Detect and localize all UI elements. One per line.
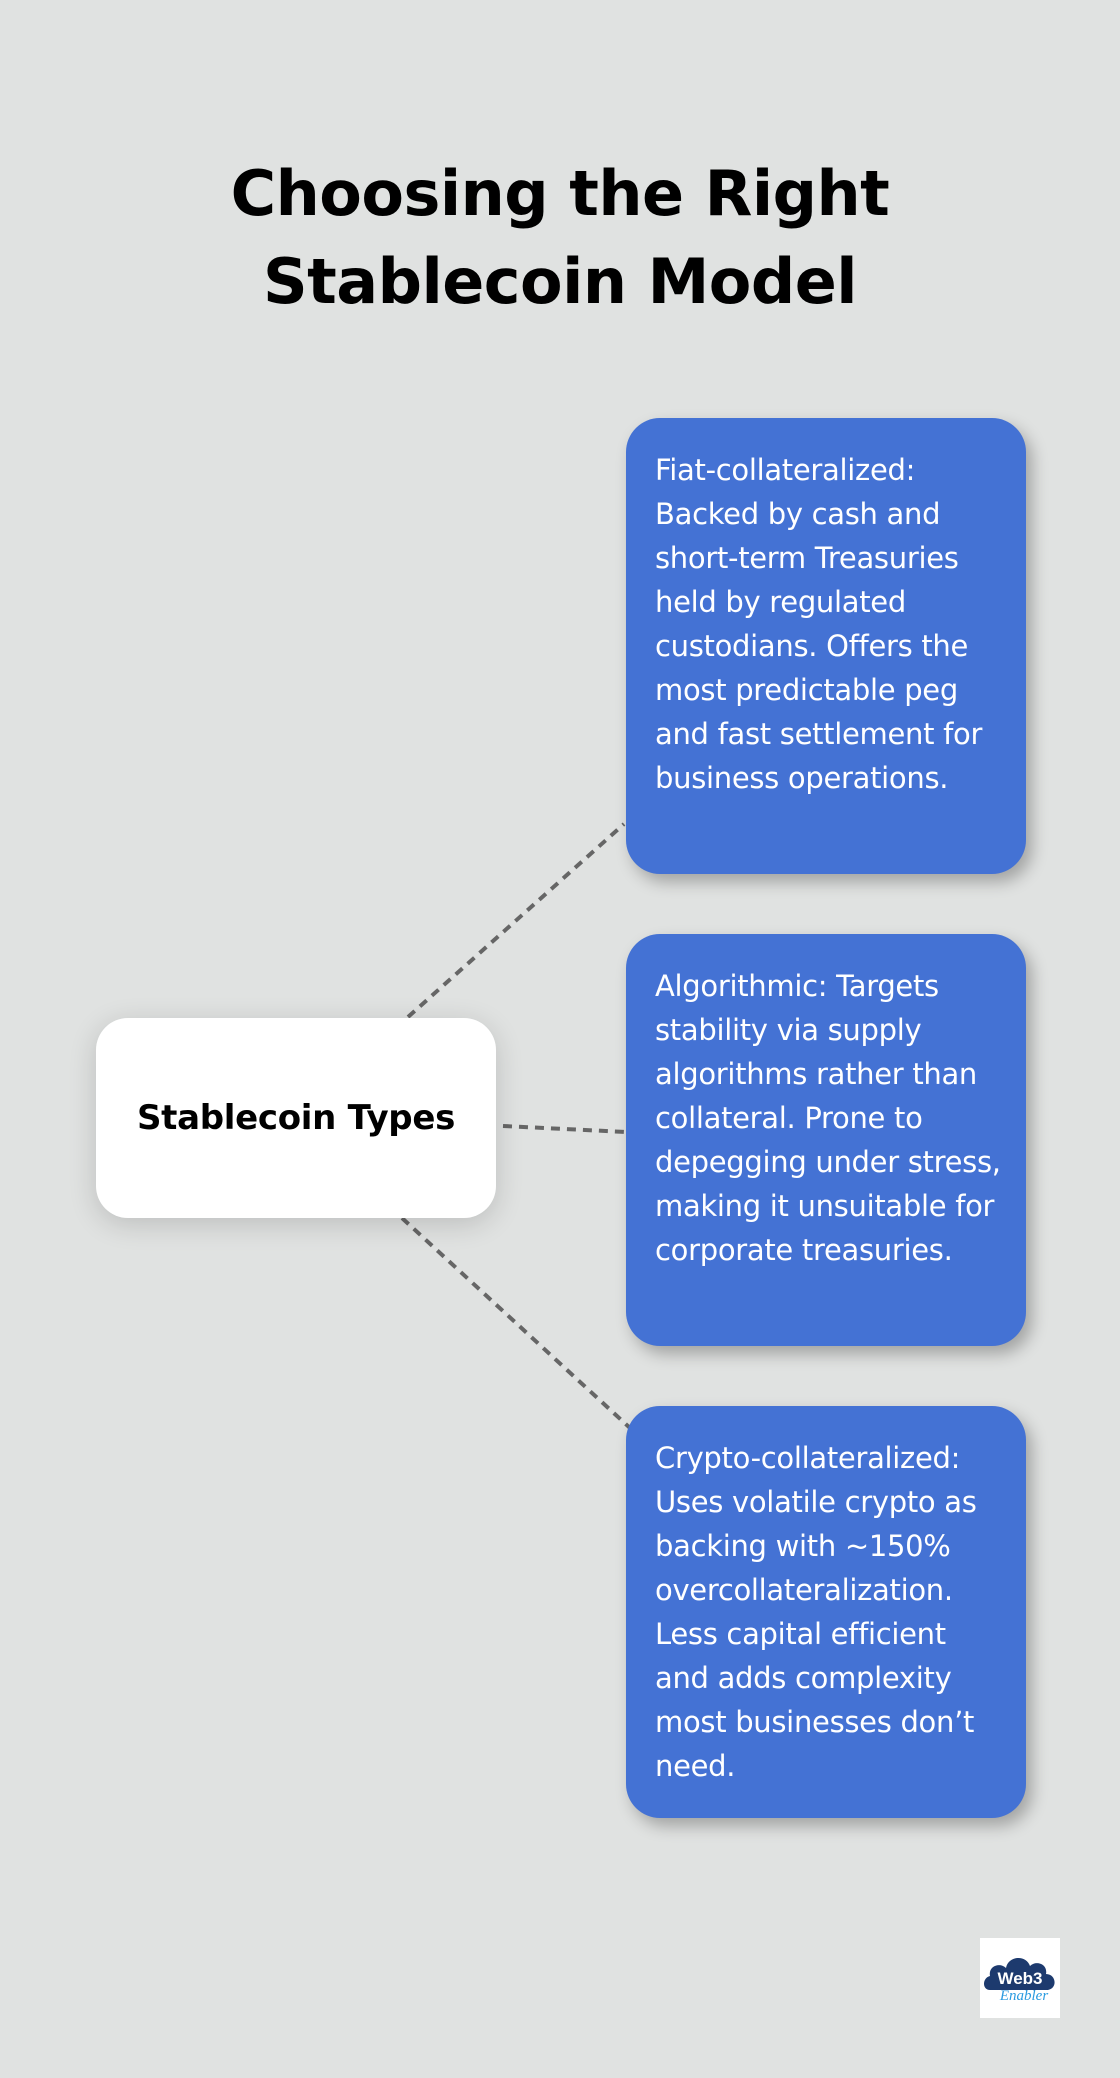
web3-enabler-logo: Web3 Enabler xyxy=(980,1938,1060,2018)
connector-to-algorithmic xyxy=(502,1124,627,1134)
card-text: Fiat-collateralized: Backed by cash and … xyxy=(655,453,983,795)
svg-text:Web3: Web3 xyxy=(997,1969,1042,1988)
card-text: Algorithmic: Targets stability via suppl… xyxy=(655,969,1001,1267)
center-node-stablecoin-types: Stablecoin Types xyxy=(96,1018,496,1218)
page-title: Choosing the Right Stablecoin Model xyxy=(230,156,890,318)
card-crypto-collateralized: Crypto-collateralized: Uses volatile cry… xyxy=(626,1406,1026,1818)
connector-to-fiat xyxy=(406,822,626,1019)
card-text: Crypto-collateralized: Uses volatile cry… xyxy=(655,1441,977,1783)
svg-text:Enabler: Enabler xyxy=(999,1988,1048,2004)
cloud-logo-icon: Web3 Enabler xyxy=(984,1957,1055,2004)
connector-to-crypto xyxy=(400,1216,632,1430)
card-fiat-collateralized: Fiat-collateralized: Backed by cash and … xyxy=(626,418,1026,874)
center-node-label: Stablecoin Types xyxy=(136,1098,456,1138)
card-algorithmic: Algorithmic: Targets stability via suppl… xyxy=(626,934,1026,1346)
